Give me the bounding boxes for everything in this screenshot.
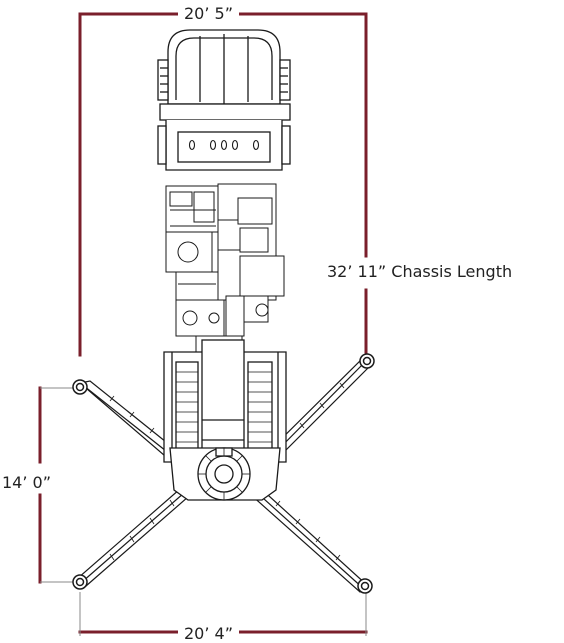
outrigger-pads [72, 353, 375, 594]
bottom-width-label: 20’ 4” [178, 625, 239, 643]
turntable-teeth [198, 448, 250, 500]
rear-deck [163, 339, 287, 463]
machine-body [157, 29, 291, 501]
cab [157, 29, 291, 171]
chassis-length-label: 32’ 11” Chassis Length [327, 262, 513, 281]
outrigger-length-label: 14’ 0” [2, 473, 51, 492]
headlights [188, 139, 260, 151]
extension-lines [40, 387, 367, 636]
turret-base [169, 447, 281, 501]
engine-compartment [165, 183, 285, 353]
top-width-label: 20’ 5” [178, 5, 239, 23]
rear-deck-slats [176, 371, 272, 443]
